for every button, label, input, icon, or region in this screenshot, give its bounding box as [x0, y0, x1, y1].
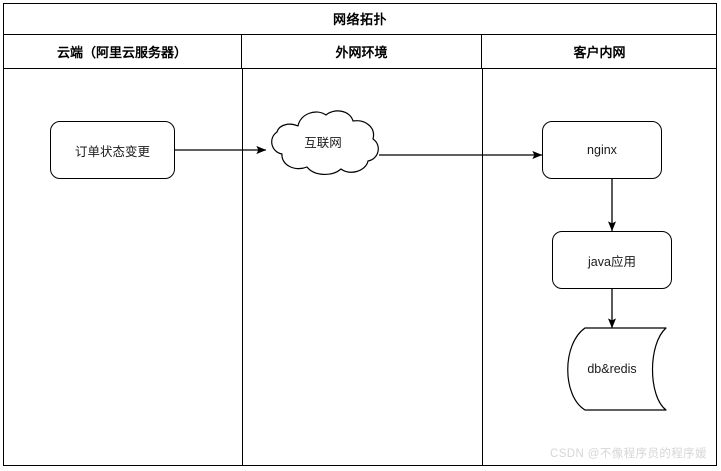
csdn-watermark: CSDN @不像程序员的程序媛 [550, 448, 707, 460]
node-db-redis-label: db&redis [587, 362, 637, 376]
node-order-status-change-label: 订单状态变更 [74, 144, 150, 159]
node-internet-cloud[interactable]: 互联网 [262, 106, 384, 180]
column-header-external-label: 外网环境 [335, 45, 388, 60]
node-nginx[interactable]: nginx [542, 121, 662, 179]
node-internet-cloud-label: 互联网 [304, 135, 342, 150]
node-order-status-change[interactable]: 订单状态变更 [50, 121, 175, 179]
column-divider-1 [242, 69, 243, 466]
column-divider-2 [482, 69, 483, 466]
column-header-row: 云端（阿里云服务器） 外网环境 客户内网 [3, 35, 717, 69]
page-title: 网络拓扑 [332, 12, 387, 27]
column-header-intranet: 客户内网 [482, 35, 717, 68]
tape-shape-icon [567, 327, 667, 411]
diagram-frame [3, 3, 717, 466]
diagram-title-row: 网络拓扑 [3, 3, 717, 35]
node-db-redis[interactable]: db&redis [556, 326, 668, 412]
cloud-icon [271, 110, 379, 175]
node-db-redis-label-wrap: db&redis [556, 326, 668, 412]
node-java-application[interactable]: java应用 [552, 231, 672, 289]
column-header-cloud: 云端（阿里云服务器） [3, 35, 242, 68]
column-header-external: 外网环境 [242, 35, 482, 68]
column-header-cloud-label: 云端（阿里云服务器） [56, 45, 187, 60]
node-nginx-label: nginx [587, 143, 617, 157]
node-internet-cloud-label-wrap: 互联网 [262, 106, 384, 180]
column-header-intranet-label: 客户内网 [573, 45, 626, 60]
node-java-application-label: java应用 [588, 254, 636, 269]
